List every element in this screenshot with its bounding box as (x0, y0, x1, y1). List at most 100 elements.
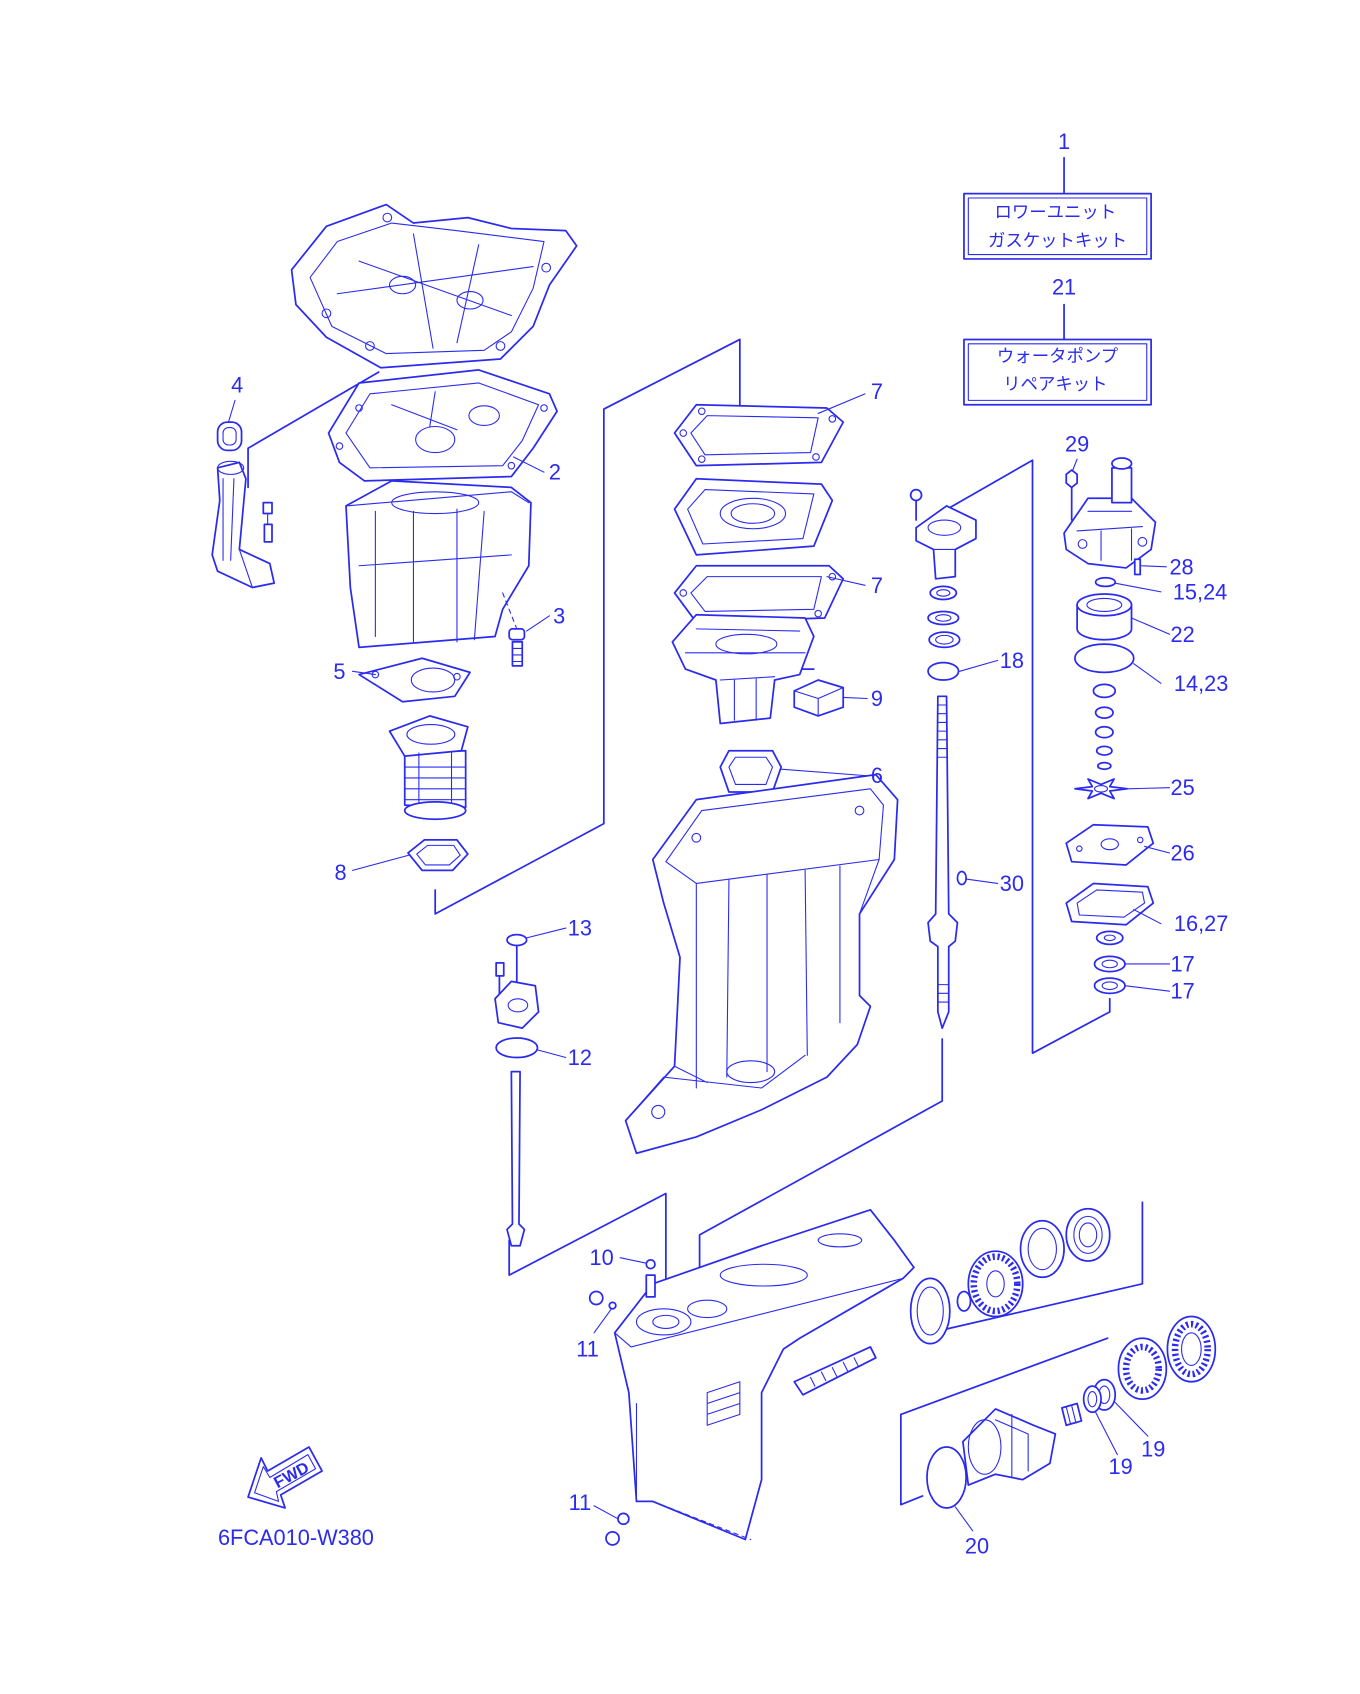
gasket-5 (358, 657, 471, 703)
water-pump-housing (1063, 457, 1157, 569)
callout-30: 30 (1000, 871, 1024, 896)
part-11-plug-lower (605, 1512, 630, 1546)
kit-1-line-2: ガスケットキット (988, 232, 1127, 252)
assembly-line-forward-gear (943, 1201, 1144, 1331)
callout-8: 8 (334, 860, 346, 885)
callout-6: 6 (871, 763, 883, 788)
assembly-line-upper-casing (434, 338, 741, 915)
callout-7-lower: 7 (871, 573, 883, 598)
kit-lower-unit-gasket: 1 ロワーユニット ガスケットキット (963, 129, 1152, 260)
part-25-impeller (1074, 778, 1129, 800)
forward-direction-arrow: FWD (247, 1446, 323, 1509)
callout-10: 10 (590, 1245, 614, 1270)
leader-26 (1144, 845, 1171, 854)
upper-casing (345, 480, 532, 649)
bolt-exhaust-guide (262, 501, 273, 543)
leader-25 (1126, 787, 1171, 790)
leader-3 (526, 615, 550, 632)
callout-15-24: 15,24 (1173, 579, 1227, 604)
drive-shaft (927, 695, 959, 1030)
kit-number-1: 1 (1058, 129, 1070, 154)
callout-19-left: 19 (1109, 1454, 1133, 1479)
leader-11-upper (593, 1308, 613, 1334)
exhaust-manifold (671, 613, 815, 725)
callout-19-right: 19 (1141, 1437, 1165, 1462)
part-4-seal (216, 421, 243, 452)
leader-10 (619, 1257, 647, 1264)
kit-1-frame-outer (963, 192, 1152, 260)
callout-2: 2 (549, 460, 561, 485)
leader-15-24 (1114, 582, 1162, 593)
part-15-24-ring (1094, 576, 1117, 588)
leader-7-lower (826, 576, 866, 586)
kit-21-frame-outer (963, 338, 1152, 406)
leader-6 (780, 768, 868, 777)
exhaust-guide (211, 460, 276, 589)
leader-18 (959, 659, 999, 672)
part-14-23-o-ring (1074, 643, 1135, 674)
callout-11-upper: 11 (576, 1337, 599, 1362)
callout-13: 13 (568, 916, 592, 941)
part-9-damper (793, 679, 845, 717)
leader-8 (351, 854, 410, 871)
leader-22 (1130, 617, 1171, 635)
forward-gear-race (1019, 1219, 1065, 1279)
leader-28 (1140, 565, 1167, 568)
forward-gear-bearing (1065, 1207, 1111, 1262)
assembly-line-water-pump (942, 459, 1111, 1055)
drive-shaft-bolt (909, 488, 923, 521)
kit-21-line-1: ウォータポンプ (997, 347, 1119, 367)
part-18-o-ring (927, 661, 960, 681)
shift-rod-bracket (494, 962, 540, 1030)
leader-14-23 (1133, 663, 1162, 684)
assembly-line-shift-rod (508, 1192, 667, 1307)
part-17-bearings (1093, 955, 1126, 995)
part-28-pin (1133, 558, 1142, 576)
gasket-8 (407, 839, 469, 872)
gasket-2 (327, 369, 558, 482)
gasket-6 (719, 749, 783, 793)
gasket-7-upper (673, 403, 845, 467)
part-19-oil-seals (1082, 1378, 1117, 1414)
callout-labels: 4 7 29 2 28 15,24 7 3 22 18 5 14,23 9 6 … (231, 373, 1228, 1559)
propeller-shaft-housing (962, 1408, 1057, 1486)
shift-rod (506, 1070, 526, 1247)
part-12-o-ring (495, 1037, 539, 1059)
kit-21-frame-inner (967, 343, 1148, 401)
water-pump-seal (1095, 930, 1124, 946)
callout-14-23: 14,23 (1174, 671, 1228, 696)
part-11-plug-upper (588, 1290, 617, 1310)
callout-18: 18 (1000, 648, 1024, 673)
drawing-code: 6FCA010-W380 (218, 1525, 374, 1550)
part-20-o-ring (926, 1446, 968, 1509)
separator-plate (673, 477, 834, 556)
callout-12: 12 (568, 1045, 592, 1070)
part-16-27-gasket (1065, 882, 1155, 926)
part-22-liner (1076, 593, 1133, 641)
callout-29: 29 (1065, 431, 1089, 456)
needle-bearing (1061, 1402, 1083, 1427)
leader-20 (954, 1506, 974, 1532)
exhaust-pipe (388, 715, 469, 821)
reverse-gear-ring (1117, 1337, 1168, 1401)
forward-gear-shim (909, 1277, 951, 1345)
water-pump-small-parts (1092, 683, 1117, 771)
callout-17-upper: 17 (1171, 951, 1195, 976)
propeller-shaft (793, 1346, 877, 1396)
assembly-line-exhaust-guide (247, 371, 380, 489)
leader-4 (227, 399, 236, 423)
drive-shaft-bearing-housing (915, 505, 977, 580)
part-3-bolt (508, 627, 526, 667)
part-29-bolt (1065, 469, 1078, 521)
kit-1-line-1: ロワーユニット (994, 203, 1116, 223)
part-30-ring (956, 870, 968, 886)
drive-shaft-housing (624, 773, 899, 1155)
bevel-gear (967, 1250, 1024, 1318)
leader-lines (227, 393, 1171, 1532)
leader-29 (1072, 458, 1078, 471)
reverse-gear-bearing (1166, 1315, 1217, 1383)
leader-19-right (1113, 1400, 1149, 1437)
drive-shaft-bearings (927, 585, 961, 649)
leader-13 (526, 927, 567, 939)
